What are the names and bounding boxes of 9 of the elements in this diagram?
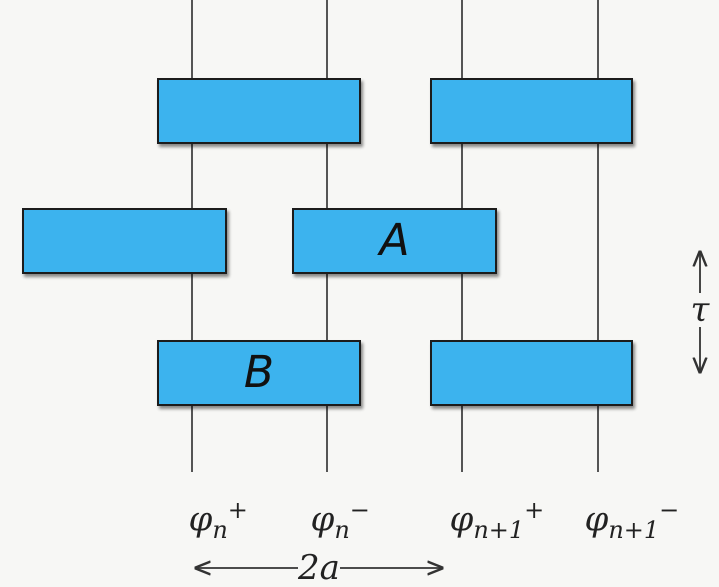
gate-block (430, 78, 633, 144)
gate-block (292, 208, 497, 274)
block-label: B (244, 351, 274, 395)
dimension-label: τ (690, 293, 710, 327)
gate-block (157, 78, 361, 144)
gate-block (430, 340, 633, 406)
gate-block (22, 208, 227, 274)
gate-block (157, 340, 361, 406)
block-label: A (379, 219, 410, 263)
